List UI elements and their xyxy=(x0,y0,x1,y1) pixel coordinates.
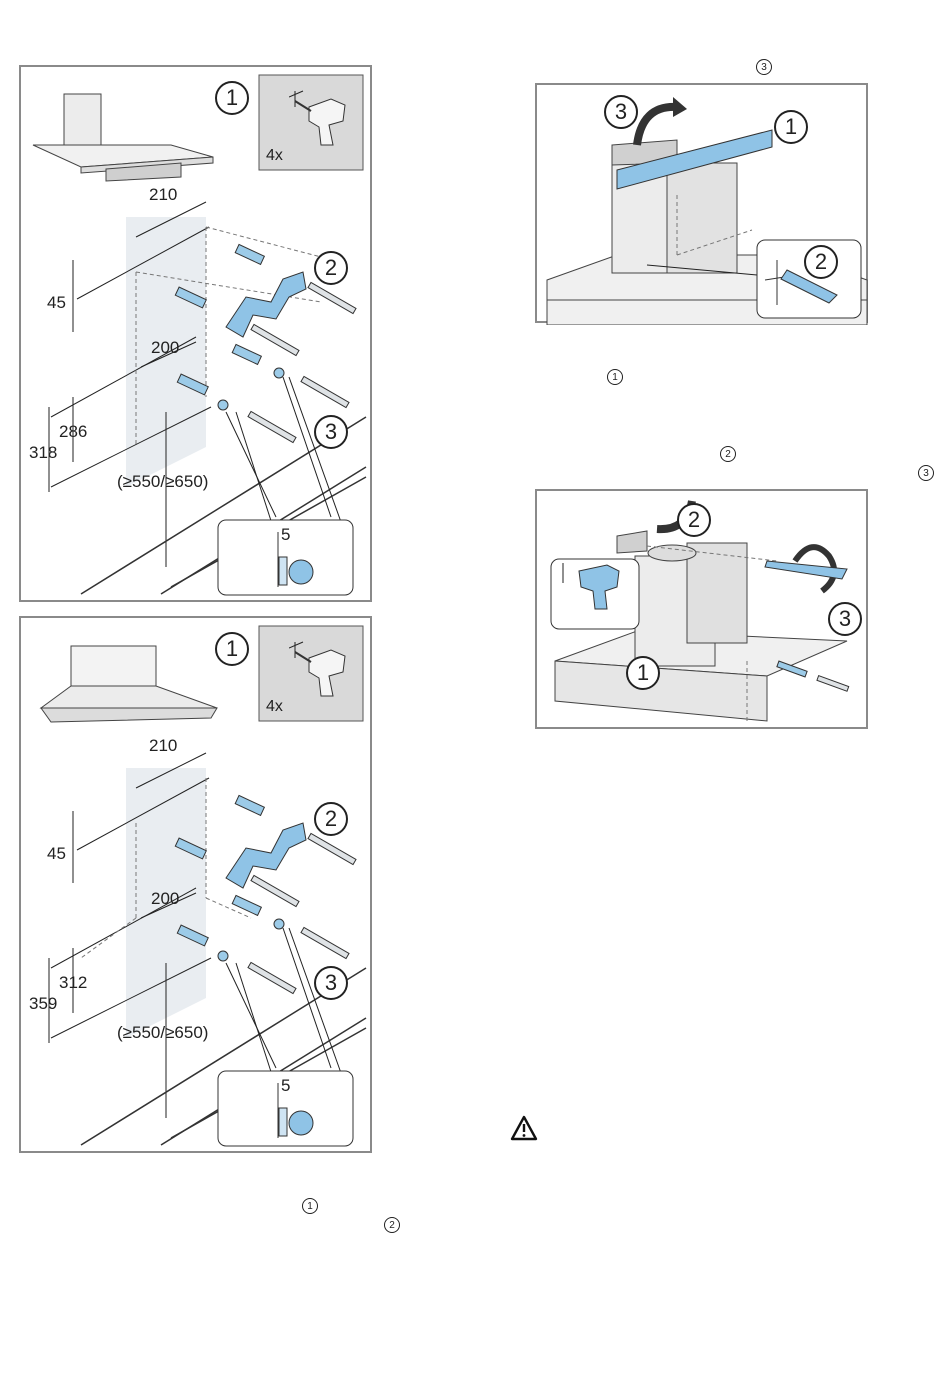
text-ref-step3-mid: 3 xyxy=(918,465,934,481)
panel2-step3-badge: 3 xyxy=(314,966,348,1000)
panel2-step2-badge: 2 xyxy=(314,802,348,836)
text-ref-step1-mid: 1 xyxy=(607,369,623,385)
panel4-step1-badge: 1 xyxy=(626,656,660,690)
text-ref-step1-bottom: 1 xyxy=(302,1198,318,1214)
panel3-step2-badge: 2 xyxy=(804,245,838,279)
panel-mounting-bracket-pyramid: 1 4x 2 3 210 45 200 312 359 (≥550/≥650) … xyxy=(19,616,372,1153)
panel2-dim-width-mid: 200 xyxy=(151,889,179,909)
panel4-step3-badge: 3 xyxy=(828,602,862,636)
panel-mounting-bracket-chimney: 1 4x 2 3 210 45 200 286 318 (≥550/≥650) … xyxy=(19,65,372,602)
panel2-dim-h-outer: 359 xyxy=(29,994,57,1014)
panel1-dim-width-mid: 200 xyxy=(151,338,179,358)
warning-icon xyxy=(510,1115,538,1141)
panel3-step3-badge: 3 xyxy=(604,95,638,129)
panel4-step2-badge: 2 xyxy=(677,503,711,537)
panel1-dim-gap: 5 xyxy=(281,525,290,545)
text-ref-step2-bottom: 2 xyxy=(384,1217,400,1233)
panel1-dim-width-top: 210 xyxy=(149,185,177,205)
text-ref-step3-top: 3 xyxy=(756,59,772,75)
panel2-dim-gap: 5 xyxy=(281,1076,290,1096)
text-ref-step2-mid: 2 xyxy=(720,446,736,462)
panel2-dim-width-top: 210 xyxy=(149,736,177,756)
panel1-drill-count: 4x xyxy=(266,147,283,165)
drill-icon xyxy=(289,638,353,702)
panel1-dim-offset-top: 45 xyxy=(47,293,66,313)
panel1-step1-badge: 1 xyxy=(215,81,249,115)
panel2-dim-height-range: (≥550/≥650) xyxy=(117,1023,208,1043)
panel1-step3-badge: 3 xyxy=(314,415,348,449)
panel3-drawing xyxy=(537,85,870,325)
panel1-step2-badge: 2 xyxy=(314,251,348,285)
panel2-step1-badge: 1 xyxy=(215,632,249,666)
panel1-dim-h-outer: 318 xyxy=(29,443,57,463)
panel2-drill-count: 4x xyxy=(266,698,283,716)
panel1-dim-h-inner: 286 xyxy=(59,422,87,442)
panel-level-and-mark: 1 2 3 xyxy=(535,83,868,323)
panel1-dim-height-range: (≥550/≥650) xyxy=(117,472,208,492)
panel3-step1-badge: 1 xyxy=(774,110,808,144)
panel2-dim-offset-top: 45 xyxy=(47,844,66,864)
panel2-dim-h-inner: 312 xyxy=(59,973,87,993)
drill-icon xyxy=(289,87,353,151)
panel-attach-hood: 1 2 3 xyxy=(535,489,868,729)
